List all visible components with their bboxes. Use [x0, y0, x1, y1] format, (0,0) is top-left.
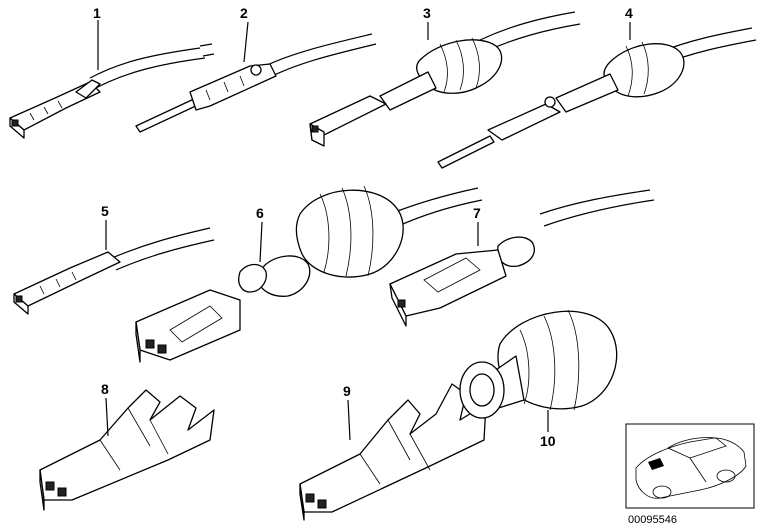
leader-2	[243, 21, 249, 63]
callout-6: 6	[256, 205, 264, 221]
callout-2: 2	[240, 5, 248, 21]
callout-7: 7	[473, 205, 481, 221]
callout-1: 1	[93, 5, 101, 21]
callout-10: 10	[540, 433, 556, 449]
callout-5: 5	[101, 203, 109, 219]
leader-6	[259, 221, 263, 263]
part-5-terminal[interactable]	[13, 227, 215, 315]
part-9-crimp-terminal[interactable]	[299, 383, 487, 521]
leader-8	[105, 397, 109, 437]
car-outline-icon	[635, 437, 747, 499]
part-10-rubber-boot[interactable]	[459, 309, 618, 419]
vehicle-thumbnail	[625, 423, 755, 509]
callout-4: 4	[625, 5, 633, 21]
part-2-pin-terminal[interactable]	[135, 33, 377, 133]
part-4-sealed-pin-terminal[interactable]	[437, 27, 757, 169]
callout-8: 8	[101, 381, 109, 397]
part-number: 00095546	[628, 514, 677, 526]
callout-9: 9	[343, 383, 351, 399]
callout-3: 3	[423, 5, 431, 21]
part-6-connector-with-boot[interactable]	[135, 185, 483, 363]
part-7-connector[interactable]	[389, 189, 655, 327]
part-1-terminal[interactable]	[9, 43, 215, 139]
part-3-sealed-terminal[interactable]	[309, 11, 581, 147]
leader-9	[347, 399, 351, 441]
part-8-crimp-terminal[interactable]	[39, 389, 215, 511]
